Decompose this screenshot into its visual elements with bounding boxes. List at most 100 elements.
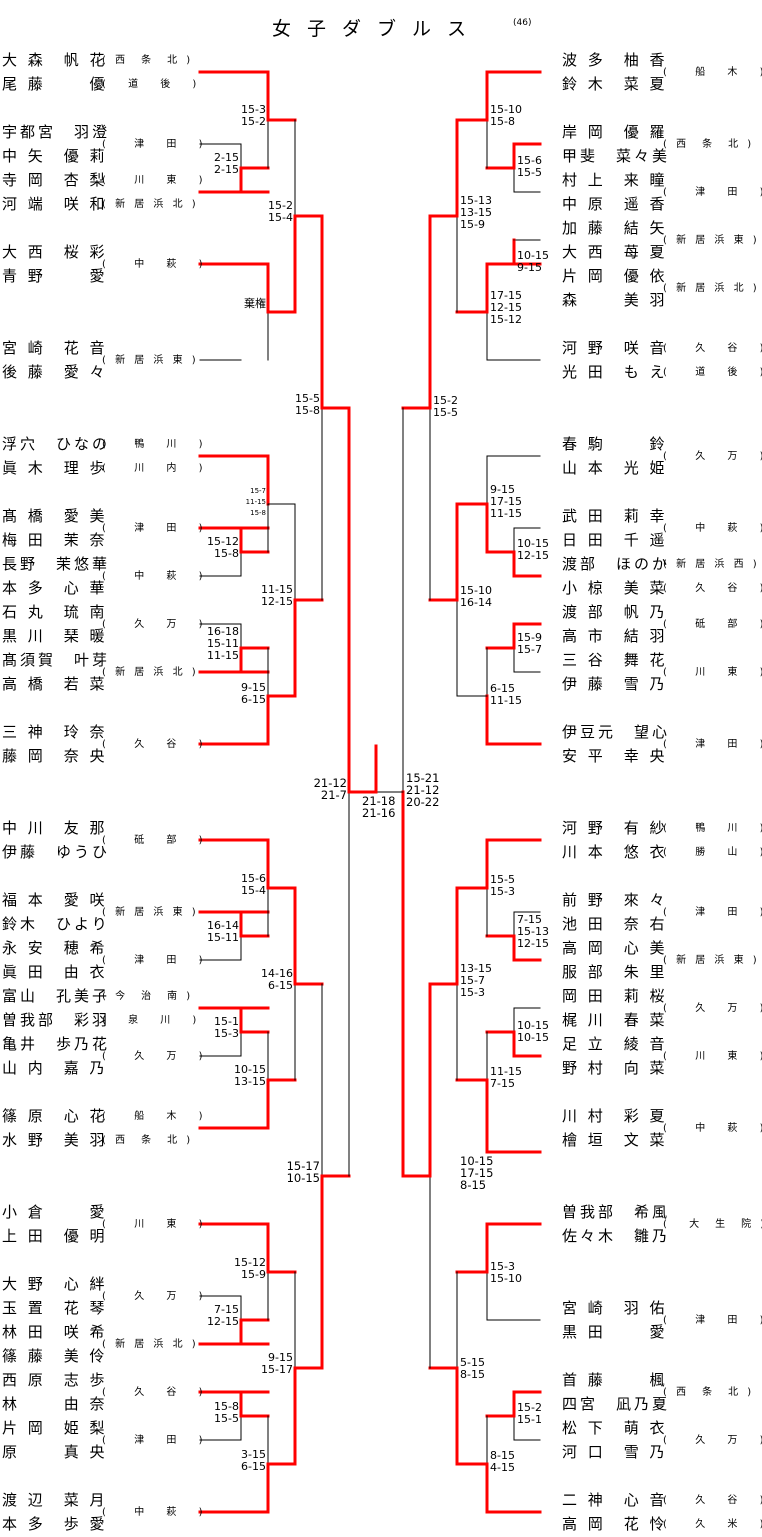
player-name: 藤 岡 奈 央 [2, 747, 108, 765]
team-name: ( 新 居 浜 東 ) [102, 907, 199, 918]
player-name: 光 田 も え [562, 363, 668, 381]
player-name: 三 神 玲 奈 [2, 723, 108, 741]
player-name: 尾 藤 優 [2, 75, 108, 93]
player-name: 川 村 彩 夏 [562, 1107, 668, 1125]
score-label: 15-10 15-8 [490, 103, 522, 128]
player-name: 後 藤 愛 々 [2, 363, 108, 381]
player-name: 渡 辺 菜 月 [2, 1491, 108, 1509]
team-name: ( 久 万 ) [102, 1051, 206, 1062]
player-name: 野 村 向 菜 [562, 1059, 668, 1077]
team-name: ( 泉 川 ) [102, 1015, 200, 1026]
player-name: 伊豆元 望心 [562, 723, 671, 741]
player-name: 曽我部 彩羽 [2, 1011, 111, 1029]
player-name: 四宮 凪乃夏 [562, 1395, 671, 1413]
player-name: 山 内 嘉 乃 [2, 1059, 108, 1077]
player-name: 片 岡 優 依 [562, 267, 668, 285]
score-label: 15-3 15-10 [490, 1260, 522, 1285]
score-label: 9-15 6-15 [241, 681, 266, 706]
player-name: 小 椋 美 菜 [562, 579, 668, 597]
team-name: ( 津 田 ) [663, 739, 762, 750]
score-label: 17-15 12-15 15-12 [490, 289, 522, 326]
player-name: 池 田 奈 右 [562, 915, 668, 933]
page-title: 女子ダブルス [272, 18, 483, 40]
player-name: 加 藤 結 矢 [562, 219, 668, 237]
score-label: 15-12 15-9 [234, 1256, 266, 1281]
player-name: 亀井 歩乃花 [2, 1035, 111, 1053]
player-name: 黒 川 琹 暖 [2, 627, 108, 645]
player-name: 水 野 美 羽 [2, 1131, 108, 1149]
team-name: ( 津 田 ) [102, 1435, 206, 1446]
player-name: 波 多 柚 香 [562, 51, 668, 69]
team-name: ( 新 居 浜 東 ) [663, 955, 760, 966]
player-name: 富山 孔美子 [2, 987, 111, 1005]
team-name: ( 西 条 北 ) [663, 139, 755, 150]
player-name: 山 本 光 姫 [562, 459, 668, 477]
player-name: 玉 置 花 琴 [2, 1299, 108, 1317]
score-label: 13-15 15-7 15-3 [460, 962, 492, 999]
team-name: ( 川 東 ) [102, 175, 206, 186]
player-name: 曽我部 希風 [562, 1203, 671, 1221]
player-name: 宮 崎 羽 佑 [562, 1299, 668, 1317]
score-label: 10-15 12-15 [517, 537, 549, 562]
team-name: ( 船 木 ) [102, 1111, 206, 1122]
player-name: 足 立 綾 音 [562, 1035, 668, 1053]
player-name: 林 田 咲 希 [2, 1323, 108, 1341]
player-name: 伊 藤 雪 乃 [562, 675, 668, 693]
team-name: ( 久 谷 ) [102, 1387, 206, 1398]
player-name: 三 谷 舞 花 [562, 651, 668, 669]
team-name: ( 新 居 浜 北 ) [663, 283, 760, 294]
player-name: 河 野 咲 音 [562, 339, 668, 357]
team-name: ( 鴨 川 ) [102, 439, 206, 450]
team-name: ( 久 万 ) [102, 619, 206, 630]
score-label: 10-15 9-15 [517, 249, 549, 274]
score-label: 14-16 6-15 [261, 967, 293, 992]
player-name: 檜 垣 文 菜 [562, 1131, 668, 1149]
score-label: 15-5 15-8 [295, 392, 320, 417]
player-name: 伊藤 ゆうひ [2, 843, 111, 861]
player-name: 本 多 歩 愛 [2, 1515, 108, 1533]
score-label: 15-6 15-4 [241, 872, 266, 897]
player-name: 中 川 友 那 [2, 819, 108, 837]
score-label: 8-15 4-15 [490, 1449, 515, 1474]
team-name: ( 久 谷 ) [663, 1495, 762, 1506]
team-name: ( 久 万 ) [663, 1435, 762, 1446]
team-name: ( 久 米 ) [663, 1519, 762, 1530]
team-name: ( 西 条 北 ) [102, 1135, 194, 1146]
score-label: 9-15 15-17 [261, 1351, 293, 1376]
score-label: 15-7 11-15 15-8 [245, 487, 266, 517]
player-name: 渡部 ほのか [562, 555, 671, 573]
player-name: 宇都宮 羽澄 [2, 123, 111, 141]
player-name: 福 本 愛 咲 [2, 891, 108, 909]
team-name: ( 川 東 ) [102, 1219, 206, 1230]
team-name: ( 勝 山 ) [663, 847, 762, 858]
score-label: 15-12 15-8 [207, 535, 239, 560]
score-label: 15-21 21-12 20-22 [406, 771, 440, 809]
score-label: 10-15 13-15 [234, 1063, 266, 1088]
player-name: 渡 部 帆 乃 [562, 603, 668, 621]
team-name: ( 久 万 ) [102, 1291, 206, 1302]
player-name: 鈴木 ひより [2, 915, 110, 933]
player-name: 林 由 奈 [2, 1395, 108, 1413]
final-score-label: 21-18 21-16 [362, 794, 396, 820]
player-name: 永 安 穂 希 [2, 939, 108, 957]
score-label: 15-9 15-7 [517, 631, 542, 656]
player-name: 森 美 羽 [562, 291, 668, 309]
score-label: 棄権 [244, 297, 266, 310]
score-label: 15-2 15-1 [517, 1401, 542, 1426]
team-name: ( 新 居 浜 西 ) [663, 559, 760, 570]
player-name: 原 真 央 [2, 1443, 108, 1461]
player-name: 梶 川 春 菜 [562, 1011, 668, 1029]
player-name: 宮 崎 花 音 [2, 339, 108, 357]
score-label: 11-15 7-15 [490, 1065, 522, 1090]
player-name: 武 田 莉 幸 [562, 507, 668, 525]
player-name: 安 平 幸 央 [562, 747, 668, 765]
player-name: 本 多 心 華 [2, 579, 108, 597]
player-name: 高 橋 若 菜 [2, 675, 108, 693]
team-name: ( 新 居 浜 北 ) [102, 199, 199, 210]
player-name: 長野 茉悠華 [2, 555, 111, 573]
score-label: 11-15 12-15 [261, 583, 293, 608]
team-name: ( 川 東 ) [663, 1051, 762, 1062]
player-name: 寺 岡 杏 梨 [2, 171, 108, 189]
team-name: ( 西 条 北 ) [102, 55, 194, 66]
